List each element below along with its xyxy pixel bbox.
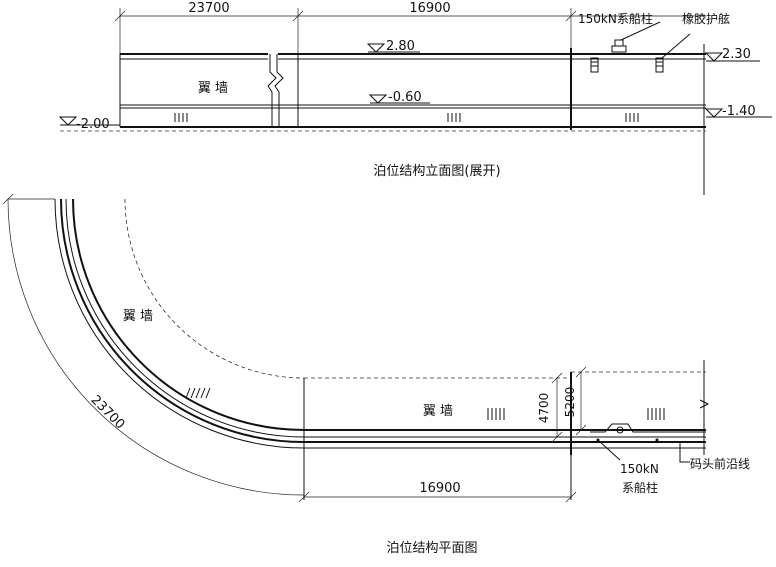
frontline-leader bbox=[679, 442, 690, 463]
elevation-wing-wall-label: 翼 墙 bbox=[198, 81, 228, 96]
plan-bollard-label-2: 系船柱 bbox=[622, 480, 658, 495]
break-symbol bbox=[267, 54, 277, 127]
dim-tick bbox=[292, 10, 304, 22]
plan-drain-marks bbox=[185, 387, 665, 420]
plan-frontline-label: 码头前沿线 bbox=[690, 456, 750, 471]
svg-text:-1.40: -1.40 bbox=[722, 104, 756, 119]
fender-label: 橡胶护舷 bbox=[682, 11, 730, 26]
elevation-dim-left-text: 23700 bbox=[188, 1, 229, 16]
svg-text:-0.60: -0.60 bbox=[388, 90, 422, 105]
wall-curve-inner-2 bbox=[72, 198, 305, 431]
bollard-plan bbox=[590, 423, 706, 442]
dim-tick bbox=[2, 193, 14, 205]
fender-leader bbox=[661, 33, 691, 59]
dim-tick bbox=[565, 10, 577, 22]
level-mark-top-main: 2.80 bbox=[366, 39, 420, 54]
drain-marks bbox=[174, 113, 639, 122]
radius-dim-arc bbox=[7, 198, 305, 496]
plan-wing-wall-curve-label: 翼 墙 bbox=[123, 309, 153, 324]
wall-curve-inner-1 bbox=[65, 198, 305, 438]
level-mark-right-low: -1.40 bbox=[704, 104, 772, 119]
dim-tick bbox=[114, 10, 126, 22]
svg-text:2.30: 2.30 bbox=[722, 47, 751, 62]
dim-tick bbox=[575, 424, 587, 436]
dim-tick bbox=[565, 491, 577, 503]
svg-text:2.80: 2.80 bbox=[386, 39, 415, 54]
level-mark-top-right: 2.30 bbox=[704, 47, 760, 62]
elevation-title: 泊位结构立面图(展开) bbox=[373, 164, 500, 179]
plan-dim-4700: 4700 bbox=[537, 393, 551, 424]
plan-bollard-label-1: 150kN bbox=[620, 462, 659, 476]
plan-dim-5200: 5200 bbox=[563, 387, 577, 418]
level-mark-left-low: -2.00 bbox=[58, 116, 120, 132]
bollard-label: 150kN系船柱 bbox=[578, 11, 653, 26]
level-mark-mid: -0.60 bbox=[368, 90, 430, 105]
svg-text:-2.00: -2.00 bbox=[76, 117, 110, 132]
plan-view: 23700 翼 墙 翼 墙 bbox=[2, 193, 750, 556]
wall-curve-outer bbox=[54, 198, 305, 449]
wall-curve-back-dashed bbox=[124, 198, 305, 379]
dim-tick bbox=[551, 372, 563, 384]
bollard-elevation bbox=[611, 39, 627, 53]
bollard-plan-leader bbox=[598, 440, 621, 461]
dim-tick bbox=[575, 366, 587, 378]
dim-tick bbox=[298, 491, 310, 503]
wall-curve-front bbox=[60, 198, 305, 443]
plan-wing-wall-straight-label: 翼 墙 bbox=[423, 404, 453, 419]
plan-title: 泊位结构平面图 bbox=[386, 541, 477, 556]
break-symbol bbox=[274, 54, 284, 127]
break-symbol-right bbox=[699, 399, 710, 409]
elevation-dim-right-text: 16900 bbox=[409, 1, 450, 16]
fender-elevation bbox=[590, 57, 664, 73]
dim-tick bbox=[551, 431, 563, 443]
plan-radius-text: 23700 bbox=[88, 393, 128, 433]
elevation-view: 23700 16900 翼 墙 2.80 bbox=[58, 1, 772, 195]
bollard-leader bbox=[620, 21, 661, 41]
plan-bottom-dim-text: 16900 bbox=[419, 481, 460, 496]
